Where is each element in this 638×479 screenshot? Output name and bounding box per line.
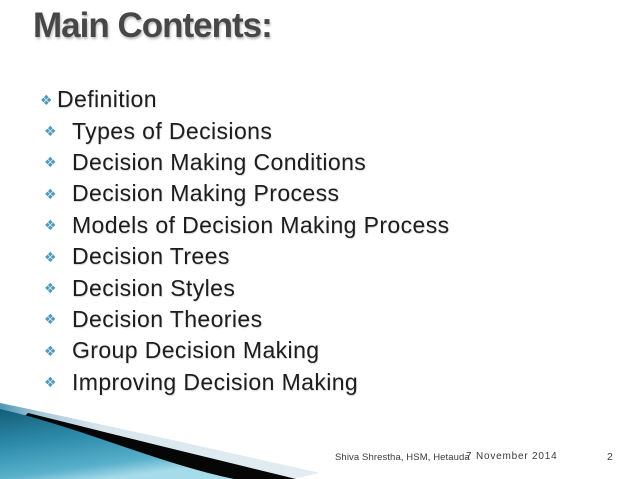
list-item: ❖ Group Decision Making [40,335,600,366]
corner-swoosh-decoration [0,403,320,479]
footer-date: 7 November 2014 [466,451,558,462]
diamond-bullet-icon: ❖ [44,186,57,203]
list-item-text: Types of Decisions [72,117,273,144]
main-contents-list: ❖ Definition ❖ Types of Decisions ❖ Deci… [40,84,600,398]
diamond-bullet-icon: ❖ [44,375,57,392]
slide-title: Main Contents: [33,6,273,45]
list-item-text: Decision Trees [72,243,230,270]
swoosh-teal-wedge [0,409,234,479]
diamond-bullet-icon: ❖ [44,312,57,329]
list-item: ❖ Models of Decision Making Process [40,210,600,241]
list-item-text: Decision Styles [72,274,236,301]
list-item: ❖ Decision Making Process [40,178,600,209]
list-item-text: Decision Making Process [72,180,340,207]
list-item-text: Definition [57,86,157,113]
diamond-bullet-icon: ❖ [44,281,57,298]
list-item: ❖ Types of Decisions [40,115,600,146]
list-item: ❖ Decision Making Conditions [40,147,600,178]
list-item: ❖ Decision Styles [40,272,600,303]
footer-author: Shiva Shrestha, HSM, Hetauda [335,452,470,463]
list-item: ❖ Decision Theories [40,304,600,335]
list-item-text: Group Decision Making [72,337,320,364]
diamond-bullet-icon: ❖ [44,155,57,172]
diamond-bullet-icon: ❖ [40,92,53,109]
list-item: ❖ Decision Trees [40,241,600,272]
diamond-bullet-icon: ❖ [44,218,57,235]
swoosh-black-wedge [0,413,296,479]
list-item-text: Models of Decision Making Process [72,211,450,238]
list-item: ❖ Definition [40,84,600,115]
list-item: ❖ Improving Decision Making [40,367,600,398]
list-item-text: Decision Theories [72,305,263,332]
list-item-text: Decision Making Conditions [72,148,367,175]
list-item-text: Improving Decision Making [72,368,359,395]
diamond-bullet-icon: ❖ [44,249,57,266]
footer-page-number: 2 [607,451,613,463]
diamond-bullet-icon: ❖ [44,124,57,141]
diamond-bullet-icon: ❖ [44,343,57,360]
